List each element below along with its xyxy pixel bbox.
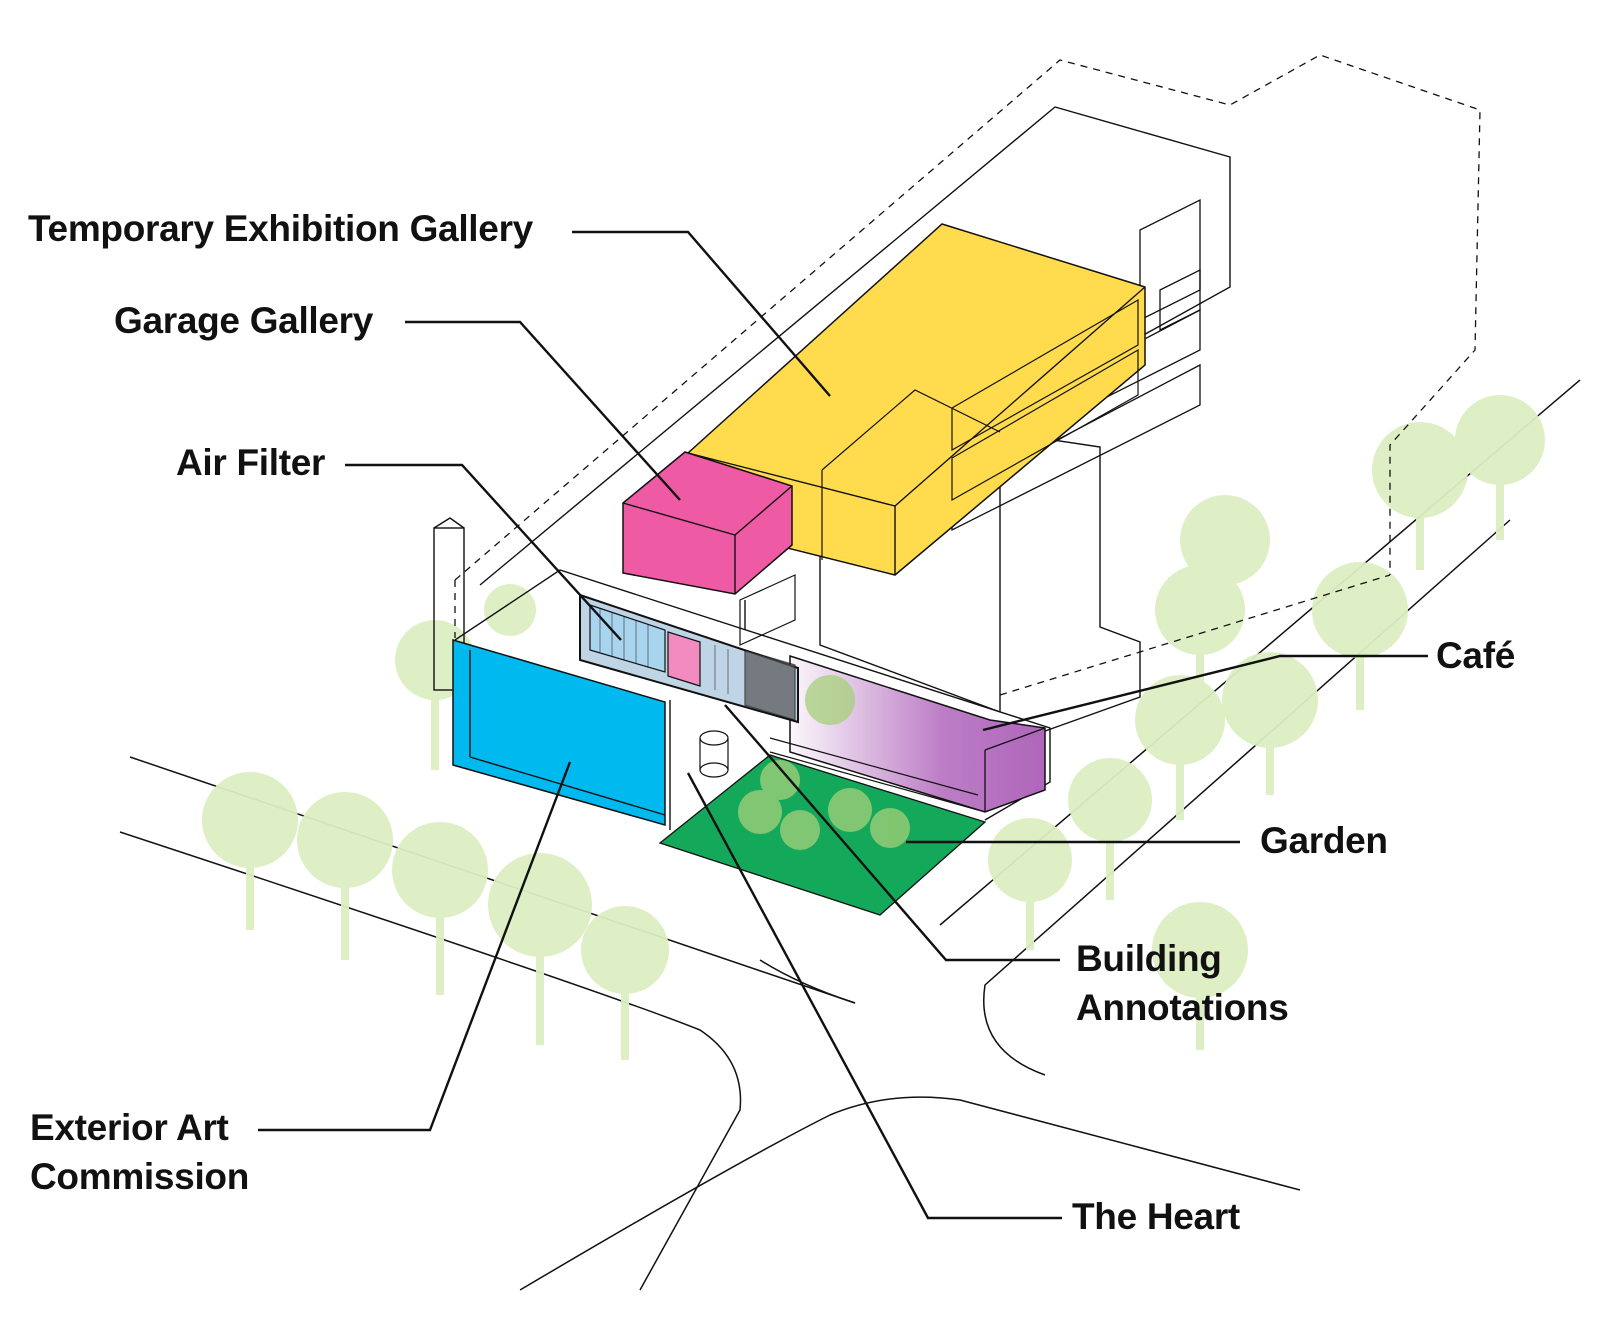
leader-lines bbox=[258, 230, 1428, 1220]
garage-gallery-volume bbox=[622, 451, 793, 595]
label-temporary-exhibition-gallery: Temporary Exhibition Gallery bbox=[28, 208, 533, 249]
label-exterior-art-commission: Exterior Art Commission bbox=[30, 1103, 249, 1201]
label-air-filter: Air Filter bbox=[176, 442, 326, 483]
the-heart-volume bbox=[699, 730, 729, 778]
air-filter-facade bbox=[579, 593, 799, 724]
label-building-annotations: Building Annotations bbox=[1076, 934, 1289, 1032]
label-the-heart: The Heart bbox=[1072, 1196, 1240, 1237]
street-trees bbox=[202, 395, 1545, 1060]
label-garden: Garden bbox=[1260, 820, 1388, 861]
label-building-annotations-line2: Annotations bbox=[1076, 987, 1289, 1028]
label-cafe: Café bbox=[1436, 635, 1515, 676]
label-exterior-art-commission-line2: Commission bbox=[30, 1156, 250, 1197]
label-garage-gallery: Garage Gallery bbox=[114, 300, 374, 341]
label-exterior-art-commission-line1: Exterior Art bbox=[30, 1107, 229, 1148]
site-envelope-dashed bbox=[454, 54, 1481, 696]
label-building-annotations-line1: Building bbox=[1076, 938, 1222, 979]
temporary-exhibition-gallery-volume bbox=[687, 223, 1146, 576]
garden-area bbox=[658, 675, 987, 916]
lower-windows bbox=[739, 574, 796, 646]
exterior-art-commission-volume bbox=[452, 638, 666, 826]
